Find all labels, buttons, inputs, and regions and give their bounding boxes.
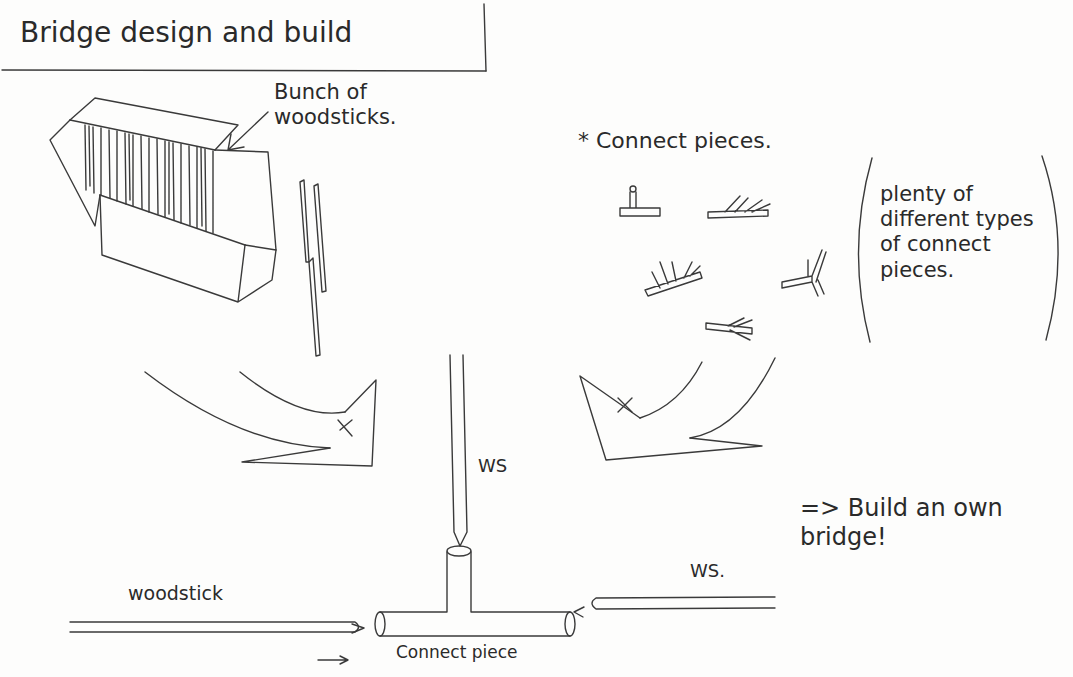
woodstick-drawing bbox=[450, 355, 467, 546]
woodstick-drawing bbox=[592, 597, 775, 609]
box-back-flap bbox=[70, 98, 238, 150]
connect-piece-drawing bbox=[447, 546, 471, 556]
arrow-head bbox=[580, 376, 762, 460]
page-title: Bridge design and build bbox=[20, 16, 480, 50]
connect-piece-drawing bbox=[380, 552, 570, 636]
big-arrow bbox=[145, 372, 376, 466]
woodstick-drawing bbox=[309, 258, 320, 356]
stick-box bbox=[50, 98, 276, 302]
part-label: WS. bbox=[690, 560, 760, 582]
woodstick-drawing bbox=[300, 180, 309, 262]
connect-piece-icon bbox=[706, 318, 752, 340]
box-rim bbox=[70, 120, 245, 245]
bracket bbox=[858, 158, 872, 342]
arrow-shaft bbox=[690, 358, 775, 438]
connect-piece-icon bbox=[620, 192, 660, 216]
bracket bbox=[1042, 156, 1058, 340]
title-side-line bbox=[484, 4, 486, 71]
connect-piece-drawing bbox=[565, 612, 575, 636]
part-label: WS bbox=[478, 455, 538, 477]
woodsticks-bunch bbox=[85, 125, 213, 233]
connect-piece-drawing bbox=[375, 612, 385, 636]
arrow-mark bbox=[618, 398, 632, 412]
arrow-mark bbox=[338, 420, 352, 436]
box-body bbox=[100, 195, 276, 302]
callout-arrow bbox=[228, 112, 268, 150]
connect-piece-icon bbox=[645, 262, 702, 296]
bracket-note: plenty of different types of connect pie… bbox=[880, 182, 1045, 283]
arrow-head bbox=[242, 380, 376, 466]
assembly-sketch bbox=[70, 546, 775, 664]
arrow-shaft bbox=[145, 372, 330, 448]
box-right-flap bbox=[215, 150, 276, 250]
result-note: => Build an own bridge! bbox=[800, 494, 1005, 552]
part-label: Connect piece bbox=[396, 642, 576, 662]
insert-arrow bbox=[352, 624, 364, 633]
insert-arrow bbox=[574, 607, 584, 617]
part-label: woodstick bbox=[128, 582, 278, 605]
woodstick-drawing bbox=[70, 622, 359, 632]
arrow-shaft bbox=[640, 362, 702, 418]
big-arrow bbox=[580, 358, 775, 460]
loose-sticks bbox=[300, 180, 326, 356]
woodstick-drawing bbox=[314, 184, 326, 292]
connect-piece-icon bbox=[708, 196, 770, 218]
title-frame bbox=[2, 4, 486, 71]
connect-piece-icon bbox=[630, 186, 636, 192]
connect-piece-icons bbox=[620, 186, 826, 340]
callout-note: Bunch of woodsticks. bbox=[274, 80, 424, 130]
section-heading: * Connect pieces. bbox=[578, 128, 838, 154]
title-underline bbox=[2, 70, 486, 71]
insert-arrow bbox=[318, 656, 348, 664]
arrow-shaft bbox=[240, 372, 345, 413]
connect-piece-icon bbox=[782, 250, 826, 296]
